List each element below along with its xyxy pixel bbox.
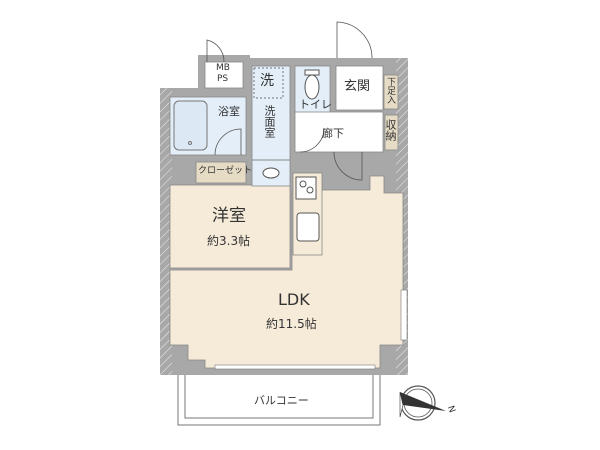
washroom-label: 洗面室 [263, 105, 276, 138]
ldk-label: LDK [278, 290, 310, 309]
ps-label: PS [217, 74, 229, 84]
burner [306, 186, 314, 194]
bath-door [214, 128, 242, 156]
mbps-door [206, 39, 225, 63]
western-room-label: 洋室 [212, 206, 246, 226]
closet-floor [195, 161, 247, 184]
shoe-storage-label: 下足入 [385, 77, 395, 104]
washroom-floor [251, 65, 291, 187]
ldk-floor [169, 175, 404, 369]
window [214, 364, 376, 370]
toilet-bowl [304, 74, 320, 100]
burner [299, 180, 307, 188]
ldk-door [333, 151, 363, 181]
storage-unit [384, 114, 399, 151]
closet-label: クローゼット [198, 166, 253, 176]
wash-basin [262, 167, 280, 179]
balcony-inner [184, 375, 374, 419]
stove [295, 176, 317, 200]
bathtub-drain [188, 141, 192, 145]
storage-label: 収納 [384, 119, 397, 141]
toilet-tank [304, 69, 320, 76]
entrance-label: 玄関 [344, 79, 371, 94]
bath-label: 浴室 [218, 105, 240, 118]
toilet-door [299, 127, 325, 153]
balcony-label: バルコニー [254, 394, 309, 407]
western-room-floor [169, 184, 291, 269]
entrance-door [336, 21, 373, 59]
shoe-storage [383, 74, 399, 110]
mb-label: MB [216, 63, 230, 73]
laundry-space [253, 67, 284, 99]
window [400, 289, 408, 341]
hallway-floor [294, 111, 384, 153]
toilet-label: トイレ [299, 98, 332, 111]
compass-icon [399, 385, 446, 421]
ldk-size: 約11.5帖 [266, 317, 317, 331]
kitchen-sink [296, 212, 320, 242]
western-room-size: 約3.3帖 [207, 234, 251, 248]
balcony-outline [177, 375, 381, 426]
mbps-box [204, 61, 244, 89]
hallway-label: 廊下 [322, 127, 344, 140]
bathtub [173, 100, 208, 151]
entrance-floor [335, 65, 384, 111]
laundry-label: 洗 [260, 73, 274, 89]
hatched-wall-left [160, 88, 172, 375]
